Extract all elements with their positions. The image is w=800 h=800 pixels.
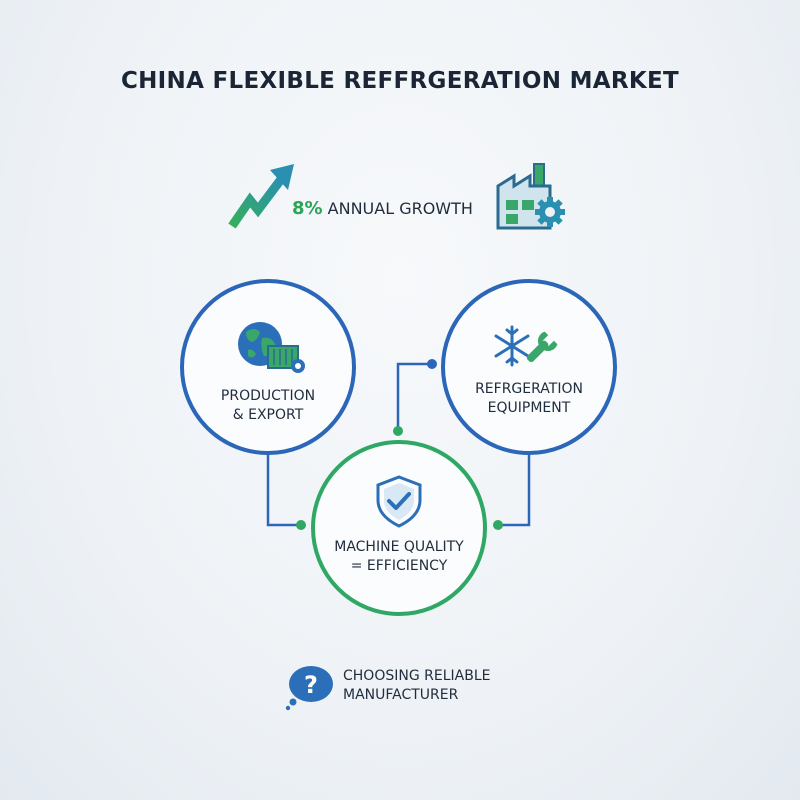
production-export-line1: PRODUCTION [220, 388, 316, 404]
question-bubble-icon: ? [283, 662, 335, 712]
growth-label: 8% ANNUAL GROWTH [292, 198, 473, 219]
growth-percent: 8% [292, 198, 323, 219]
snowflake-wrench-icon [492, 323, 566, 369]
production-export-label: PRODUCTION & EXPORT [190, 387, 346, 425]
trend-up-arrow-icon [226, 160, 296, 232]
machine-quality-label: MACHINE QUALITY = EFFICIENCY [320, 538, 478, 576]
refrigeration-equipment-label: REFRGERATION EQUIPMENT [450, 380, 608, 418]
globe-container-icon [234, 318, 310, 378]
machine-quality-line1: MACHINE QUALITY [334, 539, 464, 555]
production-export-line2: & EXPORT [232, 407, 304, 423]
refrigeration-equipment-line1: REFRGERATION [475, 381, 583, 397]
growth-text: ANNUAL GROWTH [327, 199, 473, 218]
factory-gear-icon [494, 160, 568, 232]
shield-check-icon [374, 474, 424, 528]
machine-quality-line2: = EFFICIENCY [350, 558, 448, 574]
cta-line2: MANUFACTURER [343, 687, 459, 703]
cta-text: CHOOSING RELIABLE MANUFACTURER [343, 667, 490, 705]
cta-line1: CHOOSING RELIABLE [343, 668, 491, 684]
page-title: CHINA FLEXIBLE REFFRGERATION MARKET [120, 68, 680, 94]
refrigeration-equipment-node [441, 279, 617, 455]
svg-text:?: ? [304, 671, 318, 699]
machine-quality-node [311, 440, 487, 616]
refrigeration-equipment-line2: EQUIPMENT [487, 400, 571, 416]
